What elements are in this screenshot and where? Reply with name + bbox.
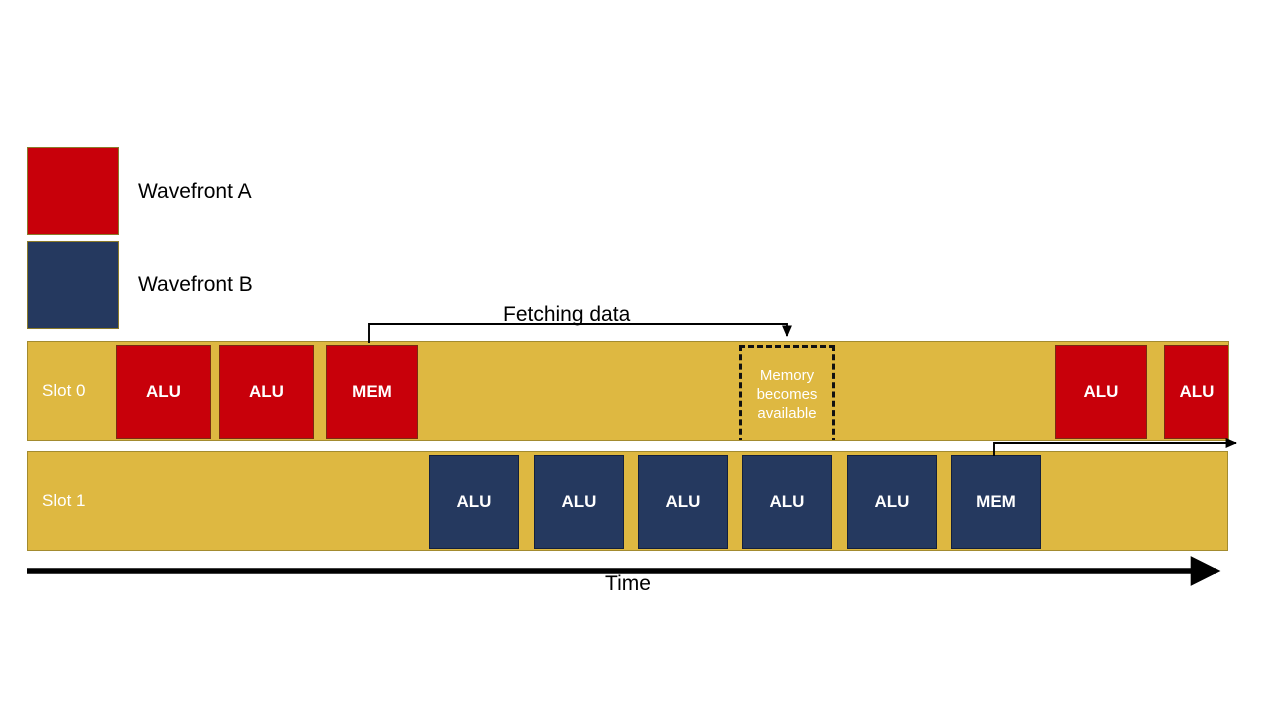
fetching-data-label: Fetching data — [503, 303, 631, 326]
slot-0-label: Slot 0 — [42, 381, 86, 400]
legend-swatch-wavefront-b — [27, 241, 119, 329]
slot-1-block-alu-2: ALU — [534, 455, 624, 549]
slot-0-block-alu-1: ALU — [116, 345, 211, 439]
time-axis-label: Time — [605, 572, 651, 595]
slot-1-block-alu-3: ALU — [638, 455, 728, 549]
slot-1-label: Slot 1 — [42, 491, 86, 510]
legend-swatch-wavefront-a — [27, 147, 119, 235]
slot-0-block-alu-4: ALU — [1164, 345, 1228, 439]
slot-0-block-mem: MEM — [326, 345, 418, 439]
slot-1-block-mem: MEM — [951, 455, 1041, 549]
legend-label-wavefront-a: Wavefront A — [138, 180, 252, 203]
slot-1-bar: Slot 1 ALU ALU ALU ALU ALU MEM — [27, 451, 1228, 551]
slot-1-block-alu-1: ALU — [429, 455, 519, 549]
slot-1-block-alu-5: ALU — [847, 455, 937, 549]
slot-0-block-alu-2: ALU — [219, 345, 314, 439]
slot-0-block-alu-3: ALU — [1055, 345, 1147, 439]
slot-1-block-alu-4: ALU — [742, 455, 832, 549]
legend-label-wavefront-b: Wavefront B — [138, 273, 253, 296]
